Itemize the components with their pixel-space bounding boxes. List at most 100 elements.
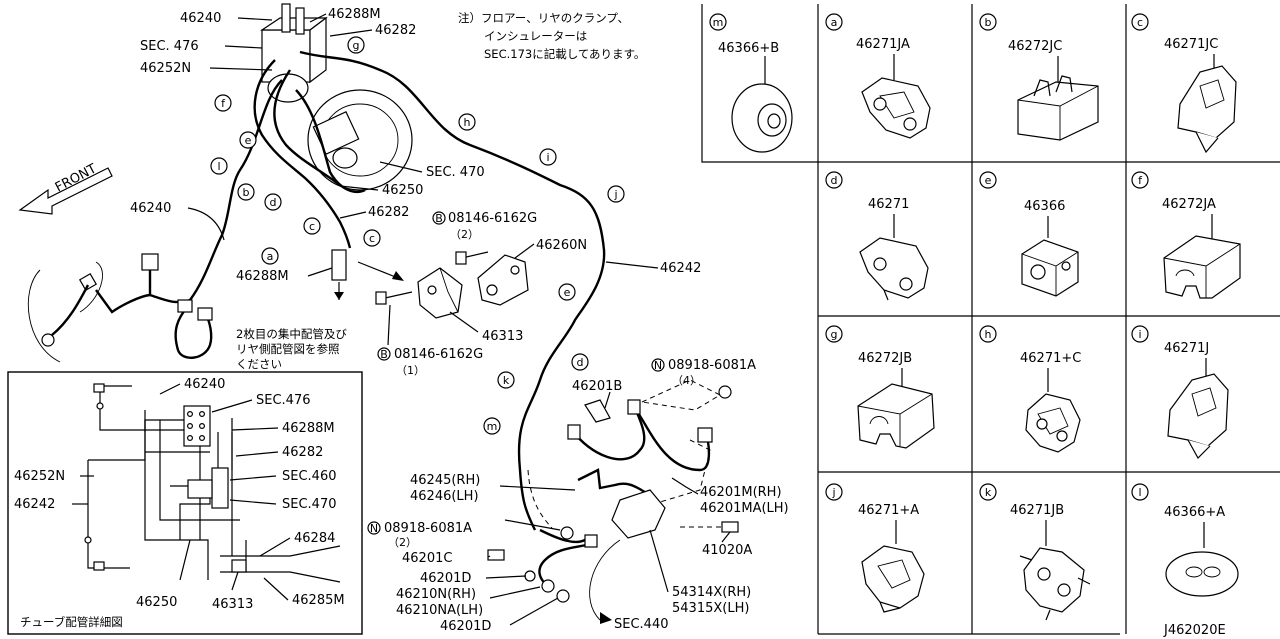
rear-caliper-area xyxy=(487,379,739,624)
svg-text:N: N xyxy=(654,359,662,372)
clip-marker-d2: d xyxy=(571,353,589,371)
label-46313: 46313 xyxy=(482,329,523,344)
svg-text:a: a xyxy=(831,16,838,29)
grid-part-46271JC: 46271JC xyxy=(1164,37,1218,52)
svg-text:e: e xyxy=(564,286,571,299)
svg-text:f: f xyxy=(221,97,226,110)
grid-part-46366A: 46366+A xyxy=(1164,505,1225,520)
label-46282-mid: 46282 xyxy=(368,205,409,220)
svg-text:f: f xyxy=(1138,174,1143,187)
label-sec476: SEC. 476 xyxy=(140,39,199,54)
inset-label-46288M: 46288M xyxy=(282,421,335,436)
svg-text:k: k xyxy=(503,374,510,387)
label-see-note-3: ください xyxy=(236,357,282,371)
svg-text:b: b xyxy=(243,186,250,199)
grid-part-46271JA: 46271JA xyxy=(856,37,910,52)
label-46201D-2: 46201D xyxy=(440,619,491,634)
grid-cell-l: l 46366+A xyxy=(1131,483,1239,597)
clip-marker-a: a xyxy=(261,247,279,265)
svg-text:b: b xyxy=(985,16,992,29)
svg-text:h: h xyxy=(985,328,992,341)
clip-marker-e2: e xyxy=(558,283,576,301)
parts-grid: m 46366+B a 46271JA b 46272JC xyxy=(701,4,1280,635)
svg-text:c: c xyxy=(1137,16,1143,29)
label-46260N: 46260N xyxy=(536,238,587,253)
diagram-id: J462020E xyxy=(1163,623,1226,638)
label-46250: 46250 xyxy=(382,183,423,198)
label-46252N: 46252N xyxy=(140,61,191,76)
clip-marker-k: k xyxy=(497,371,515,389)
abs-actuator xyxy=(260,3,328,103)
front-arrow xyxy=(18,167,113,215)
svg-text:e: e xyxy=(985,174,992,187)
grid-part-46271A: 46271+A xyxy=(858,503,919,518)
grid-cell-f: f 46272JA xyxy=(1131,171,1241,299)
svg-text:e: e xyxy=(245,134,252,147)
label-46288M-mid: 46288M xyxy=(236,269,289,284)
bolt-08146-lower xyxy=(375,291,413,305)
brake-booster xyxy=(307,89,413,191)
inset-label-sec470: SEC.470 xyxy=(282,497,337,512)
main-assembly: g f e l b d a c c h i j e d k m 46240 46… xyxy=(18,3,789,634)
svg-text:m: m xyxy=(487,420,498,433)
svg-text:j: j xyxy=(613,188,617,201)
label-bolt1: 08146-6162G xyxy=(448,211,537,226)
grid-cell-i: i 46271J xyxy=(1131,325,1229,459)
clip-marker-l: l xyxy=(210,157,228,175)
label-sec440: SEC.440 xyxy=(614,617,669,632)
grid-part-46272JA: 46272JA xyxy=(1162,197,1216,212)
inset-label-sec476: SEC.476 xyxy=(256,393,311,408)
inset-label-46250: 46250 xyxy=(136,595,177,610)
svg-text:i: i xyxy=(546,151,549,164)
grid-cell-b: b 46272JC xyxy=(979,13,1099,141)
inset-label-46285M: 46285M xyxy=(292,593,345,608)
svg-text:i: i xyxy=(1138,328,1141,341)
clip-marker-m: m xyxy=(483,417,501,435)
grid-part-46366B: 46366+B xyxy=(718,41,779,56)
label-46201M: 46201M(RH) xyxy=(700,485,782,500)
clip-marker-i: i xyxy=(539,148,557,166)
inset-label-46284: 46284 xyxy=(294,531,335,546)
note-block: 注）フロアー、リヤのクランプ、 インシュレーターは SEC.173に記載してあり… xyxy=(458,11,645,61)
bolt2-marker: B xyxy=(377,347,391,361)
bolt-08146-upper xyxy=(455,251,489,265)
label-46245: 46245(RH) xyxy=(410,473,480,488)
clip-marker-c-upper: c xyxy=(303,217,321,235)
grid-part-46272JC: 46272JC xyxy=(1008,39,1062,54)
label-46240-left: 46240 xyxy=(130,201,171,216)
nut1-marker: N xyxy=(651,358,665,372)
svg-text:B: B xyxy=(380,348,388,361)
label-54315X: 54315X(LH) xyxy=(672,601,749,616)
label-46201D-1: 46201D xyxy=(420,571,471,586)
svg-text:d: d xyxy=(577,356,584,369)
grid-part-46271J: 46271J xyxy=(1164,341,1209,356)
svg-text:c: c xyxy=(309,220,315,233)
clip-marker-j: j xyxy=(607,185,625,203)
label-46288M-top: 46288M xyxy=(328,7,381,22)
grid-part-46271: 46271 xyxy=(868,197,909,212)
clip-marker-e: e xyxy=(239,131,257,149)
inset-label-46282: 46282 xyxy=(282,445,323,460)
inset-label-sec460: SEC.460 xyxy=(282,469,337,484)
clip-markers: g f e l b d a c c h i j e d k m xyxy=(210,36,625,435)
svg-text:c: c xyxy=(369,232,375,245)
svg-text:a: a xyxy=(267,250,274,263)
label-bolt2-qty: （1） xyxy=(396,364,425,377)
clip-marker-h: h xyxy=(458,113,476,131)
svg-text:d: d xyxy=(270,196,277,209)
label-see-note-2: リヤ側配管図を参照 xyxy=(236,342,340,356)
label-nut2-qty: （2） xyxy=(388,536,417,549)
inset-title: チューブ配管詳細図 xyxy=(20,615,123,629)
label-sec470: SEC. 470 xyxy=(426,165,485,180)
label-46282-top: 46282 xyxy=(375,23,416,38)
grid-cell-j: j 46271+A xyxy=(825,483,925,613)
label-46210NA: 46210NA(LH) xyxy=(396,603,483,618)
inset-label-46313: 46313 xyxy=(212,597,253,612)
inset-label-46240: 46240 xyxy=(184,377,225,392)
svg-text:g: g xyxy=(353,39,360,52)
main-labels: 46240 46288M 46282 SEC. 476 46252N SEC. … xyxy=(53,7,789,634)
label-46242: 46242 xyxy=(660,261,701,276)
label-46201C: 46201C xyxy=(402,551,452,566)
svg-text:l: l xyxy=(217,160,220,173)
